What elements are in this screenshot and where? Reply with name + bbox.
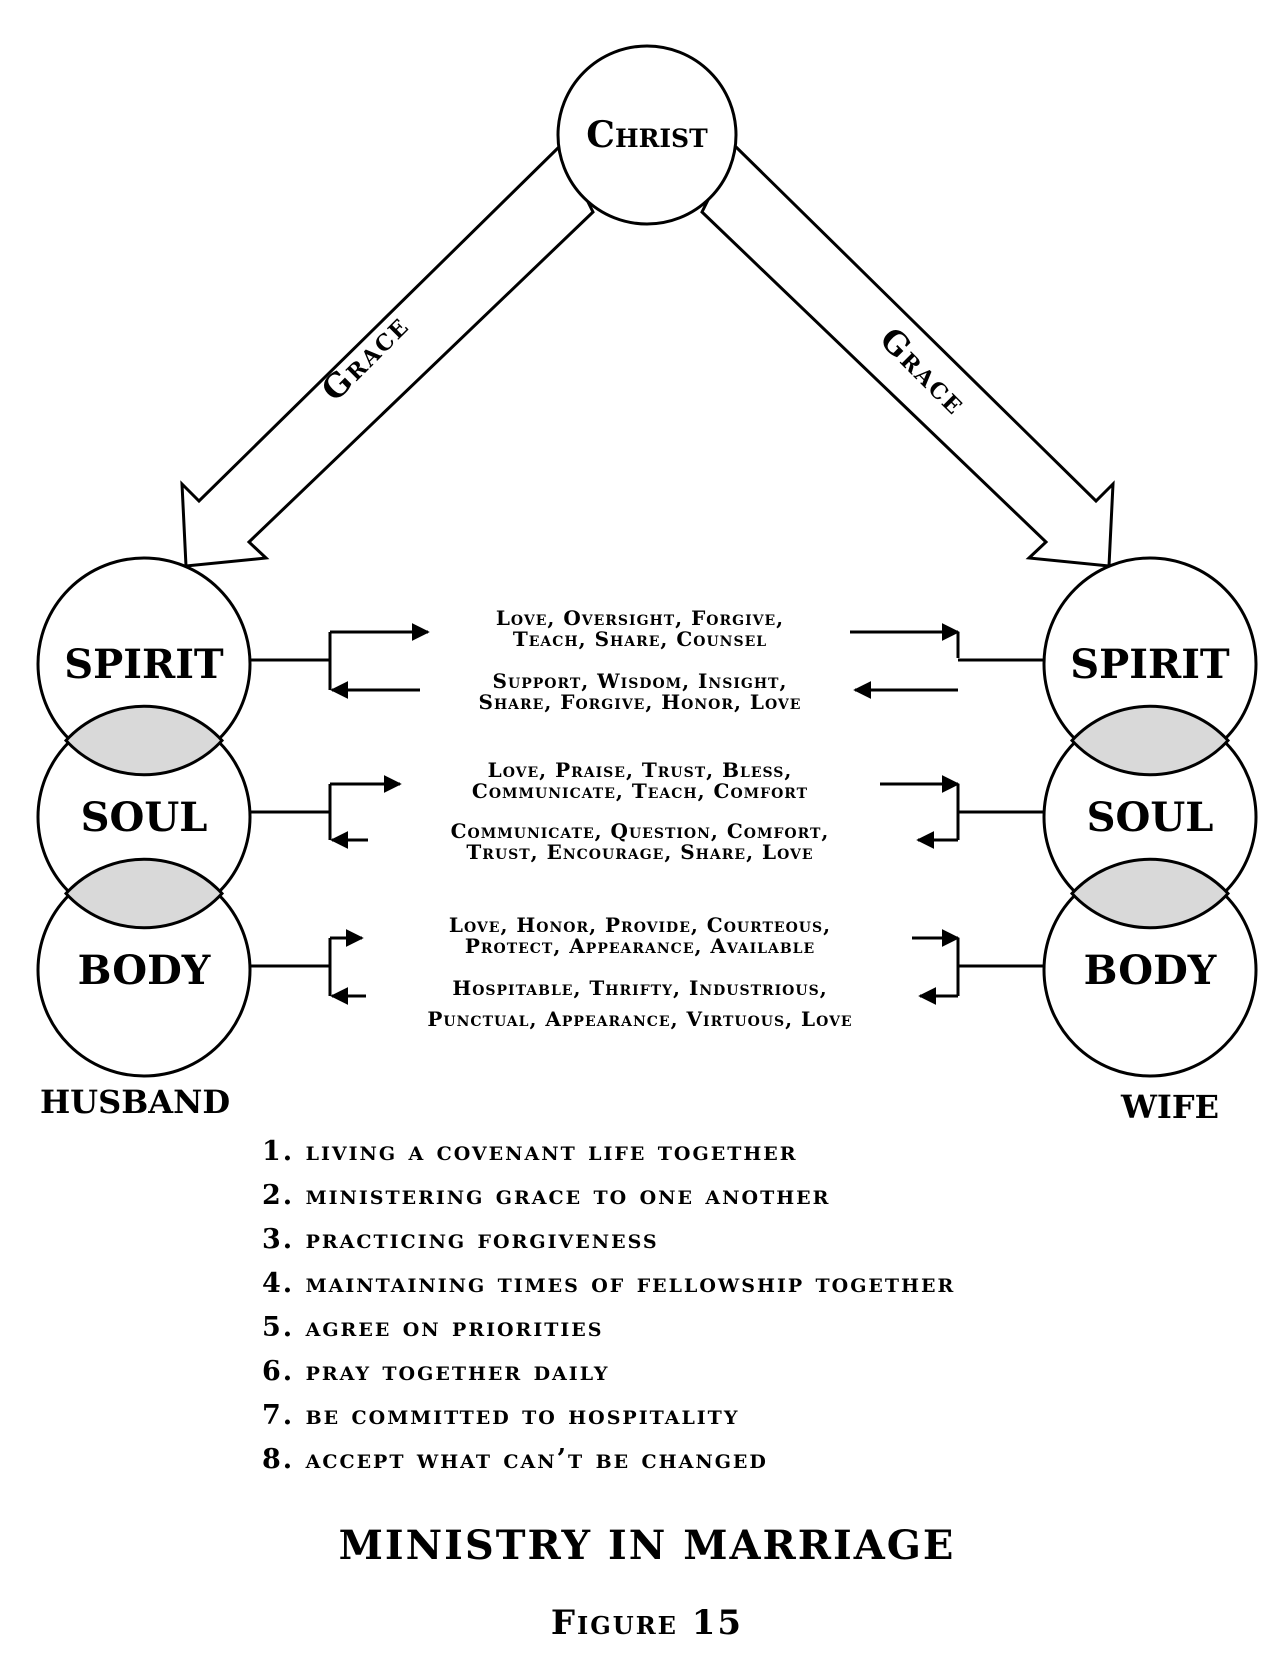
grace-arrow-left [180, 143, 595, 568]
christ-label: Christ [586, 114, 708, 156]
christ-circle [556, 44, 738, 226]
body-to-wife-line1: Love, Honor, Provide, Courteous, [449, 913, 831, 937]
list-item: 3. practicing forgiveness [262, 1224, 659, 1255]
wife-spirit-label: SPIRIT [1070, 641, 1230, 688]
husband-label: HUSBAND [40, 1083, 230, 1121]
husband-circles [36, 556, 252, 1078]
wife-overlap-soul-body [1069, 857, 1231, 930]
list-item: 7. be committed to hospitality [262, 1400, 739, 1431]
husband-overlap-spirit-soul [63, 704, 225, 777]
spirit-exchange-lines [250, 623, 1044, 699]
list-item: 1. living a covenant life together [262, 1136, 798, 1167]
soul-to-husband-line1: Communicate, Question, Comfort, [451, 819, 830, 843]
spirit-to-husband-line1: Support, Wisdom, Insight, [493, 669, 788, 693]
list-item: 2. ministering grace to one another [262, 1180, 830, 1211]
page-title: MINISTRY IN MARRIAGE [339, 1522, 956, 1569]
soul-to-husband-line2: Trust, Encourage, Share, Love [466, 840, 813, 864]
grace-arrow-right [700, 143, 1115, 568]
spirit-to-wife-line1: Love, Oversight, Forgive, [496, 606, 784, 630]
wife-label: WIFE [1120, 1088, 1219, 1126]
body-to-husband-line1: Hospitable, Thrifty, Industrious, [452, 976, 827, 1000]
list-item: 5. agree on priorities [262, 1312, 603, 1343]
body-to-wife-line2: Protect, Appearance, Available [465, 934, 815, 958]
husband-body-label: BODY [78, 947, 211, 994]
husband-overlap-soul-body [63, 857, 225, 930]
husband-soul-label: SOUL [81, 794, 208, 841]
wife-soul-label: SOUL [1087, 794, 1214, 841]
soul-exchange-lines [250, 775, 1044, 849]
list-item: 6. pray together daily [262, 1356, 609, 1387]
figure-caption: Figure 15 [551, 1603, 743, 1643]
body-to-husband-line2: Punctual, Appearance, Virtuous, Love [427, 1007, 852, 1031]
wife-overlap-spirit-soul [1069, 704, 1231, 777]
list-item: 4. maintaining times of fellowship toget… [262, 1268, 955, 1299]
husband-spirit-label: SPIRIT [64, 641, 224, 688]
spirit-to-husband-line2: Share, Forgive, Honor, Love [479, 690, 802, 714]
wife-body-label: BODY [1084, 947, 1217, 994]
principles-list: 1. living a covenant life together 2. mi… [262, 1136, 955, 1475]
soul-to-wife-line2: Communicate, Teach, Comfort [472, 779, 808, 803]
wife-circles [1042, 556, 1258, 1078]
body-exchange-lines [250, 929, 1044, 1005]
list-item: 8. accept what can’t be changed [262, 1444, 768, 1475]
soul-to-wife-line1: Love, Praise, Trust, Bless, [488, 758, 793, 782]
spirit-to-wife-line2: Teach, Share, Counsel [513, 627, 767, 651]
